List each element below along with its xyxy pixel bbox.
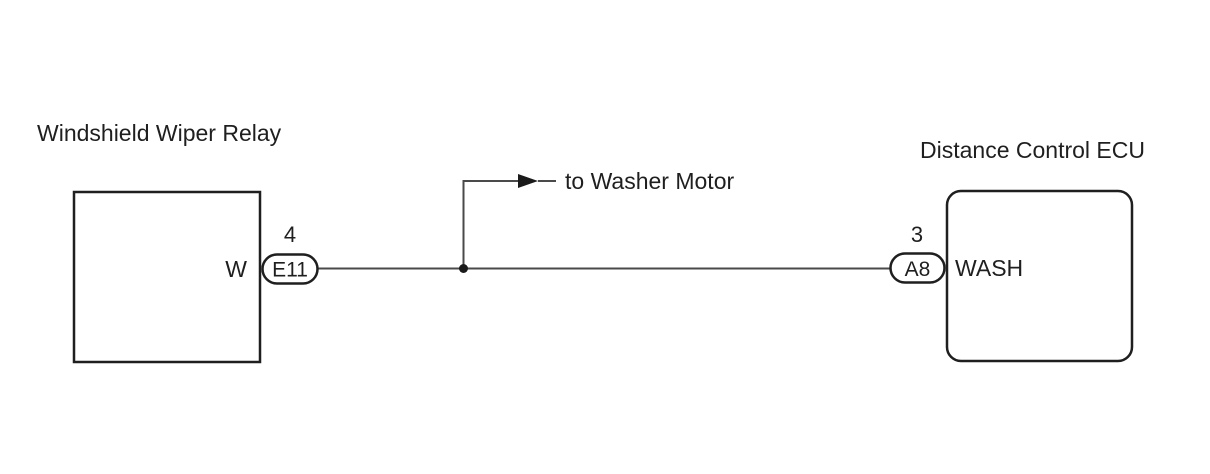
left-pin-number: 4 (284, 222, 296, 247)
left-component-title: Windshield Wiper Relay (37, 120, 282, 146)
right-component-title: Distance Control ECU (920, 137, 1145, 163)
right-connector-oval (889, 252, 946, 284)
right-terminal-label: WASH (955, 255, 1023, 281)
wire-junction-dot (459, 264, 468, 273)
left-terminal-label: W (225, 256, 247, 282)
wire-group (316, 180, 892, 270)
branch-arrowhead-icon (518, 174, 538, 188)
distance-control-ecu-box (945, 189, 1134, 363)
right-pin-number: 3 (911, 222, 923, 247)
right-connector-id: A8 (905, 258, 931, 281)
branch-wire (462, 180, 520, 269)
left-connector-id: E11 (272, 259, 308, 282)
left-connector-oval (261, 253, 319, 285)
windshield-wiper-relay-box (72, 190, 262, 364)
branch-destination-label: to Washer Motor (565, 168, 734, 194)
